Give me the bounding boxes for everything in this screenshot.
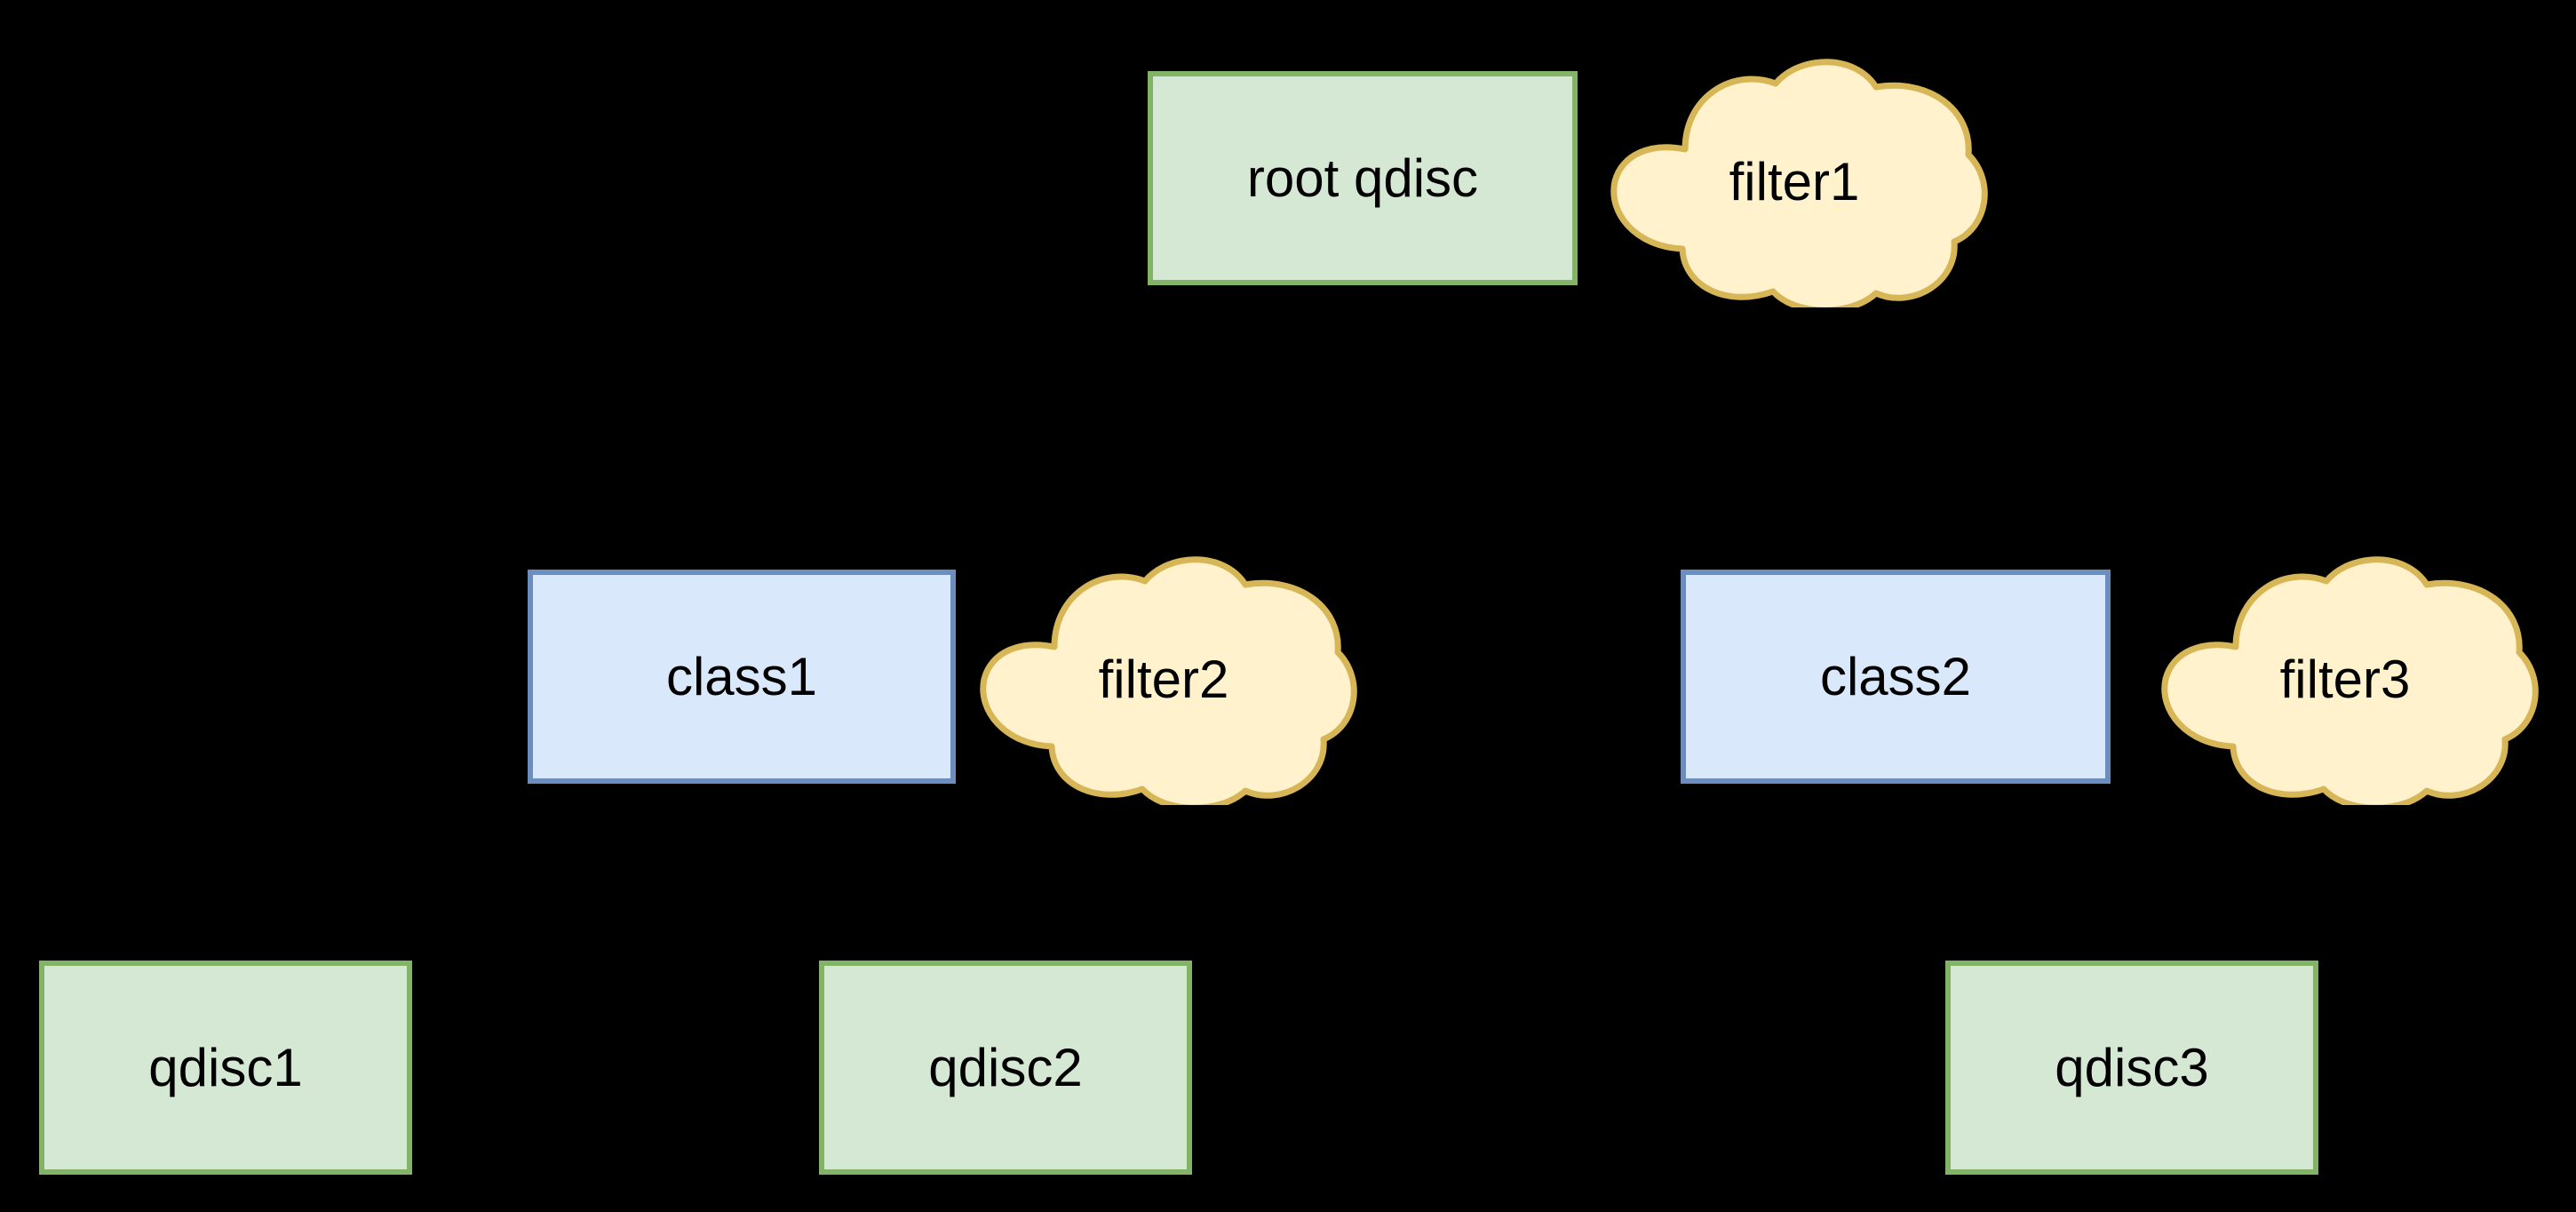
node-qdisc3-label: qdisc3 (2055, 1037, 2209, 1097)
node-root-qdisc[interactable]: root qdisc (1148, 71, 1578, 285)
node-class1[interactable]: class1 (528, 570, 956, 784)
edge-class2-to-root (1359, 285, 1898, 570)
node-class1-label: class1 (665, 646, 818, 706)
cloud-shape-filter2 (980, 556, 1357, 805)
edge-class1-to-root (739, 285, 1359, 570)
node-qdisc1-label: qdisc1 (148, 1037, 303, 1097)
cloud-shape-filter3 (2161, 556, 2539, 805)
node-qdisc1[interactable]: qdisc1 (39, 961, 412, 1175)
edge-qdisc3-to-class2 (1871, 784, 2135, 961)
node-qdisc3[interactable]: qdisc3 (1945, 961, 2318, 1175)
node-filter1[interactable]: filter1 (1599, 57, 1990, 307)
node-class2-label: class2 (1819, 646, 1972, 706)
cloud-shape-filter1 (1610, 59, 1988, 307)
node-qdisc2-label: qdisc2 (928, 1037, 1083, 1097)
edge-qdisc2-to-class1 (735, 784, 1008, 961)
node-filter3[interactable]: filter3 (2150, 554, 2540, 805)
node-root-qdisc-label: root qdisc (1246, 148, 1479, 208)
node-class2[interactable]: class2 (1681, 570, 2111, 784)
edge-qdisc1-to-class1 (223, 784, 748, 961)
node-qdisc2[interactable]: qdisc2 (819, 961, 1192, 1175)
node-filter2[interactable]: filter2 (968, 554, 1359, 805)
